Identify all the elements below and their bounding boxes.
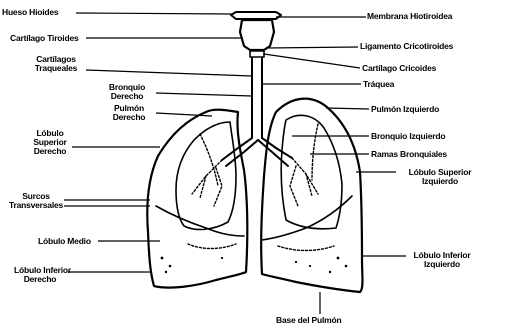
thyroid-cartilage <box>240 20 274 50</box>
label-cartilago-cricoides: Cartílago Cricoides <box>362 64 436 73</box>
label-hueso-hioides: Hueso Hioides <box>2 8 58 17</box>
label-line: Izquierdo <box>398 177 482 186</box>
label-line: Derecho <box>99 92 155 101</box>
label-membrana-hiotiroidea: Membrana Hiotiroidea <box>367 12 452 21</box>
label-line: Izquierdo <box>408 260 476 269</box>
label-lobulo-inferior-derecho: Lóbulo Inferior Derecho <box>14 266 66 284</box>
fissure-right <box>156 206 244 236</box>
label-lobulo-superior-derecho: Lóbulo Superior Derecho <box>28 129 72 156</box>
label-pulmon-derecho: Pulmón Derecho <box>104 104 154 122</box>
hyoid-bone <box>231 12 281 19</box>
label-line: Derecho <box>104 113 154 122</box>
label-ligamento-cricotiroides: Ligamento Cricotiroides <box>360 42 453 51</box>
label-line: Derecho <box>28 147 72 156</box>
trachea <box>252 58 262 138</box>
label-surcos-transversales: Surcos Transversales <box>8 192 64 210</box>
label-ramas-bronquiales: Ramas Bronquiales <box>371 150 447 159</box>
label-traquea: Tráquea <box>363 80 394 89</box>
label-base-del-pulmon: Base del Pulmón <box>276 316 342 325</box>
label-line: Derecho <box>14 275 66 284</box>
label-lobulo-superior-izquierdo: Lóbulo Superior Izquierdo <box>398 168 482 186</box>
label-lobulo-inferior-izquierdo: Lóbulo Inferior Izquierdo <box>408 251 476 269</box>
label-lobulo-medio: Lóbulo Medio <box>38 237 91 246</box>
label-bronquio-izquierdo: Bronquio Izquierdo <box>371 132 445 141</box>
label-cartilagos-traqueales: Cartílagos Traqueales <box>24 55 88 73</box>
label-pulmon-izquierdo: Pulmón Izquierdo <box>371 105 439 114</box>
bronchus-left <box>258 138 292 166</box>
cricoid-cartilage <box>250 51 264 57</box>
label-line: Traqueales <box>24 64 88 73</box>
label-cartilago-tiroides: Cartílago Tiroides <box>10 34 79 43</box>
label-bronquio-derecho: Bronquio Derecho <box>99 83 155 101</box>
label-line: Transversales <box>8 201 64 210</box>
